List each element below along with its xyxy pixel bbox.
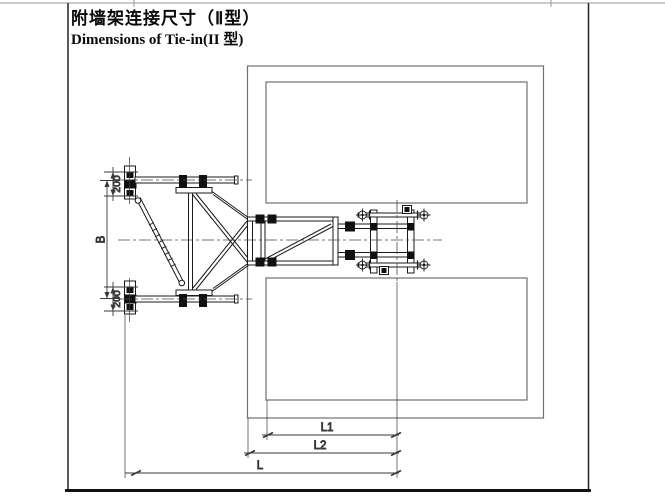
anchor-bolt-symbols (356, 208, 431, 272)
bottom-horizontal-arm (134, 289, 239, 307)
bolt (370, 251, 378, 259)
wall-inner-rect-bottom (265, 277, 528, 401)
frame-diagonal (264, 223, 334, 262)
bolt (126, 172, 134, 178)
coupler (267, 214, 277, 224)
bolt (370, 223, 378, 231)
page-subtitle: Dimensions of Tie-in(II 型) (71, 32, 244, 48)
dim-L2-label: L2 (314, 440, 327, 452)
mid-vertical (260, 220, 266, 262)
top-horizontal-arm (134, 175, 239, 194)
cross-brace (188, 191, 251, 292)
pin-joint (124, 179, 137, 189)
wall-outline (246, 65, 545, 419)
centerlines (118, 179, 442, 300)
right-post (332, 216, 339, 266)
wall-inner-rect-top (265, 81, 528, 204)
anchor-channel (370, 209, 378, 274)
bolt (407, 251, 415, 259)
dimension-L (125, 469, 402, 477)
coupler (199, 175, 207, 188)
coupler (255, 257, 265, 267)
pin-circle (134, 197, 142, 204)
bolt (407, 223, 415, 231)
dimension-L1 (262, 431, 402, 439)
arm-plate (175, 187, 213, 194)
arm-plate (175, 289, 213, 296)
dim-200-top-label: 200 (111, 175, 123, 193)
dimensions: 200 B 200 L1 L2 L (95, 157, 402, 478)
coupler (179, 175, 187, 188)
dim-L-label: L (257, 460, 264, 472)
bolt (126, 287, 134, 293)
anchor-frame (356, 205, 431, 275)
truss-frame (247, 214, 339, 267)
rod-bolt (345, 221, 355, 232)
registration-marks (133, 0, 552, 7)
bolt (126, 190, 134, 196)
coupler (199, 294, 207, 307)
dimension-L2 (244, 449, 402, 457)
extension-lines (124, 157, 398, 478)
rod-bolt (345, 250, 355, 260)
wall-outer-rect (246, 65, 545, 419)
dim-L1-label: L1 (321, 422, 334, 434)
dimension-B (100, 180, 120, 299)
dimension-200-bottom (104, 282, 138, 316)
dimension-200-top (104, 167, 138, 201)
coupler (255, 214, 265, 224)
bolt (126, 304, 134, 310)
left-post (247, 216, 253, 266)
coupler (179, 294, 187, 307)
dim-200-bottom-label: 200 (111, 290, 123, 308)
page-title: 附墙架连接尺寸（Ⅱ型） (71, 9, 261, 28)
diagonal-turnbuckle (134, 197, 186, 287)
dim-B-label: B (96, 235, 108, 243)
coupler (267, 257, 277, 267)
pin-circle (178, 279, 186, 287)
